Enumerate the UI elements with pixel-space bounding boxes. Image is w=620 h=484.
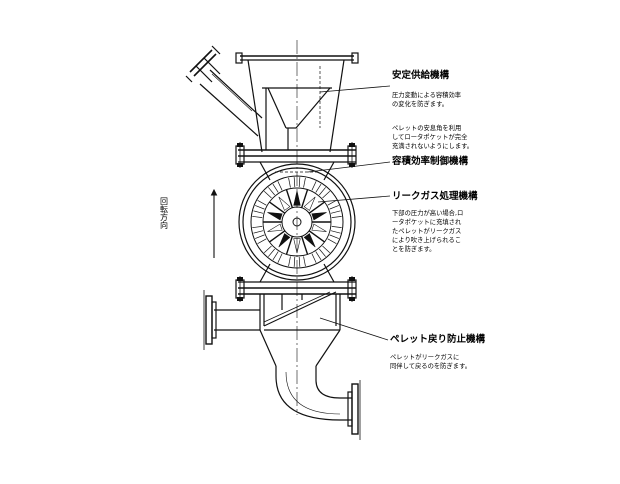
rotor-spoke xyxy=(303,233,316,248)
rotor-pocket-slat xyxy=(277,253,283,263)
rotor-pocket-slat xyxy=(255,205,265,210)
rotor-spoke xyxy=(311,223,327,232)
annotation-repose: ペレットの安息角を利用 してロータポケットが完全 充満されないようにします。 xyxy=(392,123,473,150)
inclined-inlet xyxy=(185,45,263,137)
rotor-spoke xyxy=(311,212,327,221)
rotor-pocket-slat xyxy=(298,177,301,188)
rotor-pocket-slat xyxy=(277,181,283,191)
rotor-spoke xyxy=(293,238,301,254)
rotor-vane xyxy=(269,230,286,243)
heading-leak-gas: リークガス処理機構 xyxy=(392,190,478,202)
rotor-pocket-slat xyxy=(329,205,339,210)
rotor-pocket-slat xyxy=(272,251,279,261)
rotor-spoke xyxy=(293,190,301,206)
rotor-pocket-slat xyxy=(257,200,267,206)
rotor-pocket-slat xyxy=(329,234,339,239)
rotor-pocket-slat xyxy=(293,177,296,188)
note-line: ペレットがリークガスに xyxy=(390,352,459,361)
top-hopper xyxy=(235,52,359,153)
rotor-pocket-slat xyxy=(327,200,337,206)
rotor-pocket-slat xyxy=(253,230,264,234)
rotor-pocket-slat xyxy=(252,216,263,218)
note-line: ペレットの安息角を利用 xyxy=(392,123,461,132)
rotor-pocket-slat xyxy=(322,245,331,254)
rotor-vane xyxy=(269,201,286,214)
note-line: 圧力変動による容積効率 xyxy=(392,90,461,99)
rotor-housing xyxy=(238,161,356,283)
rotor-pocket-slat xyxy=(319,248,326,257)
rotor xyxy=(250,175,344,269)
rotation-direction-label: 回転方向 xyxy=(160,197,169,229)
rotor-vane xyxy=(285,189,294,208)
annotation-リークガス: リークガス処理機構 下部の圧力が高い場合,ロ ータポケットに充填され たペレット… xyxy=(392,190,478,253)
note-line: 同伴して戻るのを防ぎます。 xyxy=(390,361,471,370)
rotor-pocket-slat xyxy=(322,190,331,199)
annotation-安定供給: 安定供給機構 圧力変動による容積効率 の変化を防ぎます。 xyxy=(392,69,461,108)
heading-volume-efficiency: 容積効率制御機構 xyxy=(391,155,469,167)
note-line: により吹き上げられるこ xyxy=(392,235,461,244)
rotor-pocket-slat xyxy=(303,177,306,188)
rotor-pocket-slat xyxy=(315,251,322,261)
rotor-pocket-slat xyxy=(315,183,322,193)
note-line: 充満されないようにします。 xyxy=(392,141,473,150)
rotor-pocket-slat xyxy=(303,256,306,267)
rotor-pocket-slat xyxy=(288,256,291,267)
rotor-pocket-slat xyxy=(268,187,275,196)
note-line: 下部の圧力が高い場合,ロ xyxy=(392,208,463,217)
rotor-pocket-slat xyxy=(311,181,317,191)
rotor-spoke xyxy=(267,223,283,232)
heading-return-prevention: ペレット戻り防止機構 xyxy=(390,333,486,345)
rotor-spoke xyxy=(278,196,291,211)
note-line: してロータポケットが完全 xyxy=(392,132,468,141)
rotor-pocket-slat xyxy=(252,226,263,228)
rotor-spoke xyxy=(278,233,291,248)
rotor-pocket-slat xyxy=(253,210,264,214)
rotor-pocket-slat xyxy=(268,248,275,257)
rotor-pocket-slat xyxy=(288,177,291,188)
note-line: ータポケットに充填され xyxy=(392,217,462,226)
left-side-inlet xyxy=(203,290,260,350)
rotor-pocket-slat xyxy=(255,234,265,239)
rotor-spoke xyxy=(267,212,283,221)
rotor-vane xyxy=(300,189,309,208)
rotor-pocket-slat xyxy=(319,187,326,196)
note-line: の変化を防ぎます。 xyxy=(392,99,448,108)
rotor-pocket-slat xyxy=(327,238,337,244)
heading-stable-supply: 安定供給機構 xyxy=(392,69,450,81)
rotor-pocket-slat xyxy=(298,256,301,267)
annotation-ペレット戻り: ペレット戻り防止機構 ペレットがリークガスに 同伴して戻るのを防ぎます。 xyxy=(390,333,486,370)
rotor-vane xyxy=(300,236,309,255)
annotation-容積効率: 容積効率制御機構 xyxy=(391,155,469,167)
rotor-pocket-slat xyxy=(263,245,272,254)
rotor-pocket-slat xyxy=(257,238,267,244)
rotor-pocket-slat xyxy=(330,230,341,234)
lower-body xyxy=(259,291,341,367)
rotor-vane xyxy=(308,201,325,214)
rotor-pocket-slat xyxy=(330,210,341,214)
note-line: たペレットがリークガス xyxy=(392,226,461,235)
rotor-spoke xyxy=(303,196,316,211)
note-line: とを防ぎます。 xyxy=(392,244,435,253)
rotor-pocket-slat xyxy=(272,183,279,193)
rotor-pocket-slat xyxy=(311,253,317,263)
rotor-pocket-slat xyxy=(331,216,342,218)
rotor-pocket-slat xyxy=(331,226,342,228)
rotor-vane xyxy=(285,236,294,255)
rotor-pocket-slat xyxy=(293,256,296,267)
elbow-outlet xyxy=(275,366,361,440)
rotor-pocket-slat xyxy=(263,190,272,199)
bolts xyxy=(237,143,355,301)
rotor-vane xyxy=(308,230,325,243)
